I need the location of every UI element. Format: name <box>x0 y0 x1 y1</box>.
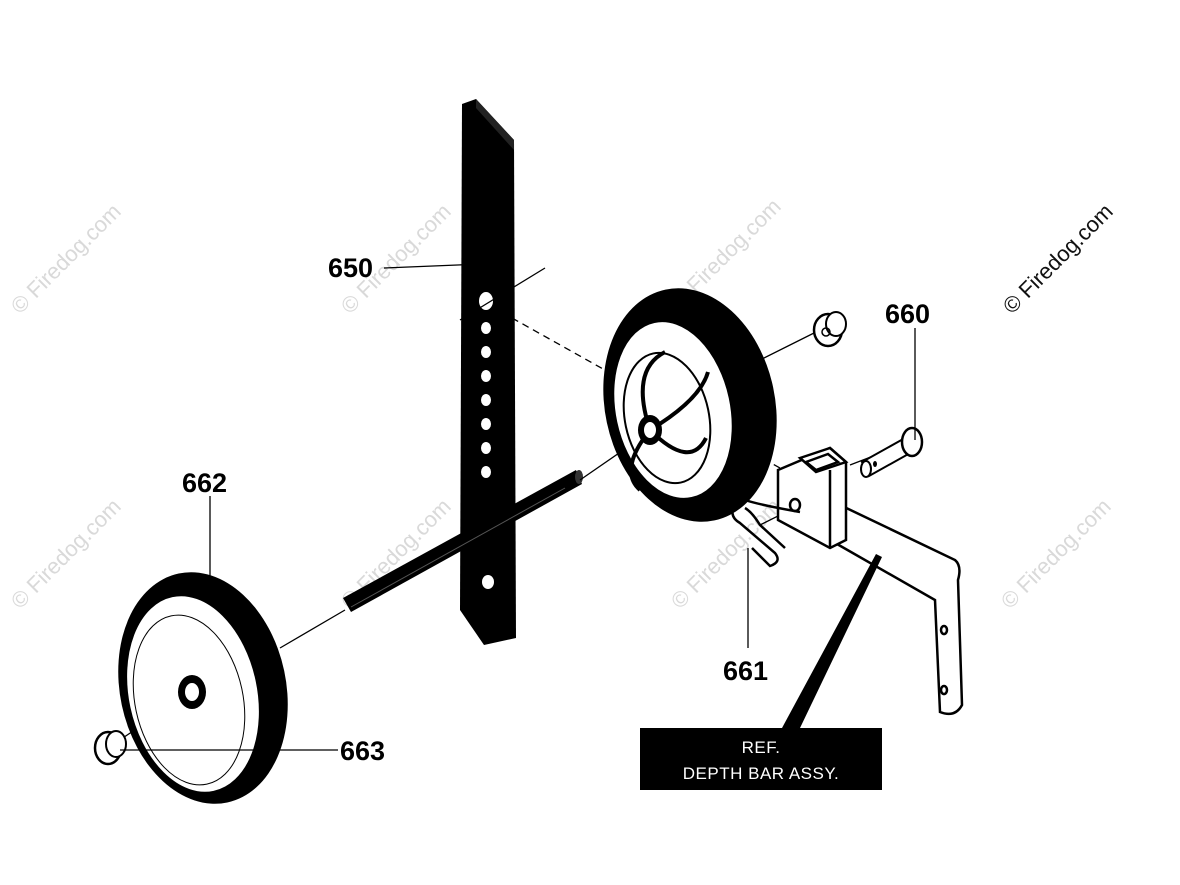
callout-663: 663 <box>340 736 385 766</box>
flange-nut-upper <box>812 311 847 348</box>
depth-bar-assembly <box>776 446 964 716</box>
flange-nut-663 <box>93 730 127 766</box>
watermark-1: © Firedog.com <box>6 199 126 319</box>
callout-662: 662 <box>182 468 227 498</box>
wheel-right <box>603 288 777 522</box>
callout-661: 661 <box>723 656 768 686</box>
reference-line-2: DEPTH BAR ASSY. <box>683 764 839 783</box>
bracket-plate-650 <box>460 99 516 645</box>
reference-callout: REF. DEPTH BAR ASSY. <box>640 554 882 790</box>
watermark-7: © Firedog.com <box>996 494 1116 614</box>
hairpin-clip-661 <box>731 498 801 568</box>
reference-box <box>640 728 882 790</box>
reference-line-1: REF. <box>742 738 781 757</box>
watermarks: © Firedog.com © Firedog.com © Firedog.co… <box>6 194 1118 614</box>
callout-660: 660 <box>885 299 930 329</box>
axle-shaft <box>343 470 583 612</box>
watermark-dark: © Firedog.com <box>998 199 1118 319</box>
watermark-4: © Firedog.com <box>6 494 126 614</box>
callout-650: 650 <box>328 253 373 283</box>
clevis-pin-660 <box>860 426 924 478</box>
callout-leaders <box>120 263 916 751</box>
wheel-662 <box>118 572 288 804</box>
